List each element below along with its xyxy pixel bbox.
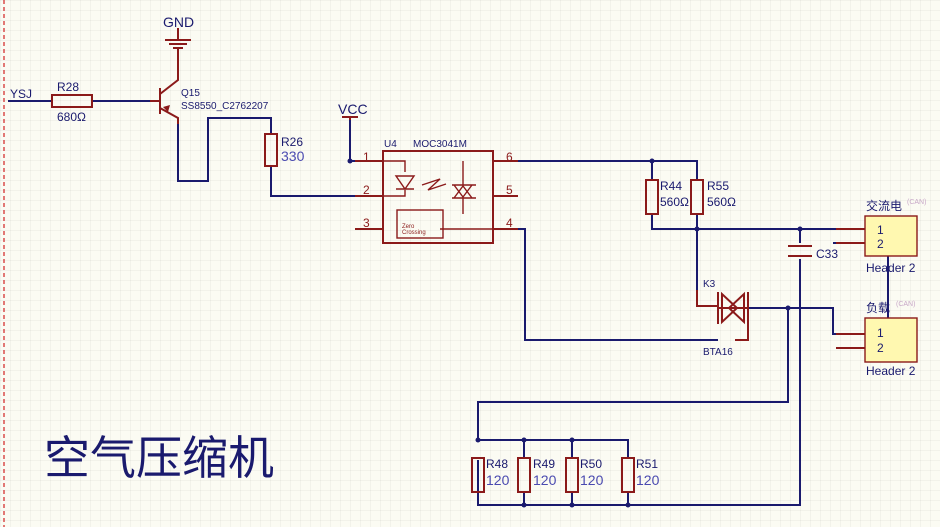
r26-ref: R26 [281, 135, 303, 149]
capacitor-c33[interactable]: C33 [788, 245, 838, 261]
u4-pin-4: 4 [506, 216, 513, 230]
header-load-tag: (CAN) [896, 301, 915, 308]
resistor-r44[interactable]: R44 560Ω [645, 179, 689, 215]
u4-pin-6: 6 [506, 150, 513, 164]
header-ac-pin-1: 1 [877, 223, 884, 237]
r44-value: 560Ω [660, 195, 689, 209]
header-load-pin-2: 2 [877, 341, 884, 355]
u4-pin-5: 5 [506, 183, 513, 197]
vcc-symbol: VCC [338, 101, 368, 120]
r55-value: 560Ω [707, 195, 736, 209]
u4-pin-2: 2 [363, 183, 370, 197]
header-load-value: Header 2 [866, 364, 916, 378]
resistor-r49[interactable]: R49 120 [517, 457, 557, 493]
vcc-label: VCC [338, 101, 368, 117]
optocoupler-u4[interactable]: Zero Crossing 1 2 3 6 5 4 U4 MOC3041M [355, 139, 518, 244]
header-ac-pin-2: 2 [877, 237, 884, 251]
k3-ref: K3 [703, 279, 716, 290]
triac-k3[interactable]: K3 BTA16 [696, 279, 749, 358]
r50-ref: R50 [580, 457, 602, 471]
r49-value: 120 [533, 472, 557, 488]
q15-ref: Q15 [181, 88, 200, 99]
u4-pin-3: 3 [363, 216, 370, 230]
r44-ref: R44 [660, 179, 682, 193]
r51-value: 120 [636, 472, 660, 488]
r51-ref: R51 [636, 457, 658, 471]
header-load[interactable]: 1 2 负载 (CAN) Header 2 [836, 301, 918, 378]
gnd-symbol: GND [163, 14, 194, 49]
r49-ref: R49 [533, 457, 555, 471]
r48-ref: R48 [486, 457, 508, 471]
r48-value: 120 [486, 472, 510, 488]
u4-pin-1: 1 [363, 150, 370, 164]
resistor-r28[interactable]: R28 680Ω [51, 80, 93, 124]
u4-inner-label-1: Zero [402, 224, 415, 230]
u4-inner-label-2: Crossing [402, 230, 426, 236]
header-load-pin-1: 1 [877, 326, 884, 340]
transistor-q15[interactable]: Q15 SS8550_C2762207 [150, 48, 269, 124]
junction-dots [347, 158, 803, 508]
net-label-ysj: YSJ [10, 87, 32, 101]
u4-ref: U4 [384, 139, 397, 150]
r28-value: 680Ω [57, 110, 86, 124]
resistor-r26[interactable]: R26 330 [264, 133, 305, 167]
header-ac-value: Header 2 [866, 261, 916, 275]
r50-value: 120 [580, 472, 604, 488]
r28-ref: R28 [57, 80, 79, 94]
u4-value: MOC3041M [413, 139, 467, 150]
header-load-ref: 负载 [866, 301, 890, 315]
r55-ref: R55 [707, 179, 729, 193]
header-ac-tag: (CAN) [907, 199, 926, 206]
schematic-title: 空气压缩机 [44, 431, 274, 485]
resistor-r51[interactable]: R51 120 [621, 457, 660, 493]
resistor-r48[interactable]: R48 120 [471, 457, 510, 493]
q15-value: SS8550_C2762207 [181, 101, 269, 112]
k3-value: BTA16 [703, 347, 733, 358]
resistor-r55[interactable]: R55 560Ω [690, 179, 736, 215]
c33-ref: C33 [816, 247, 838, 261]
header-ac[interactable]: 1 2 交流电 (CAN) Header 2 [836, 198, 926, 275]
gnd-label: GND [163, 14, 194, 30]
resistor-r50[interactable]: R50 120 [565, 457, 604, 493]
header-ac-ref: 交流电 [866, 198, 902, 213]
r26-value: 330 [281, 148, 305, 164]
